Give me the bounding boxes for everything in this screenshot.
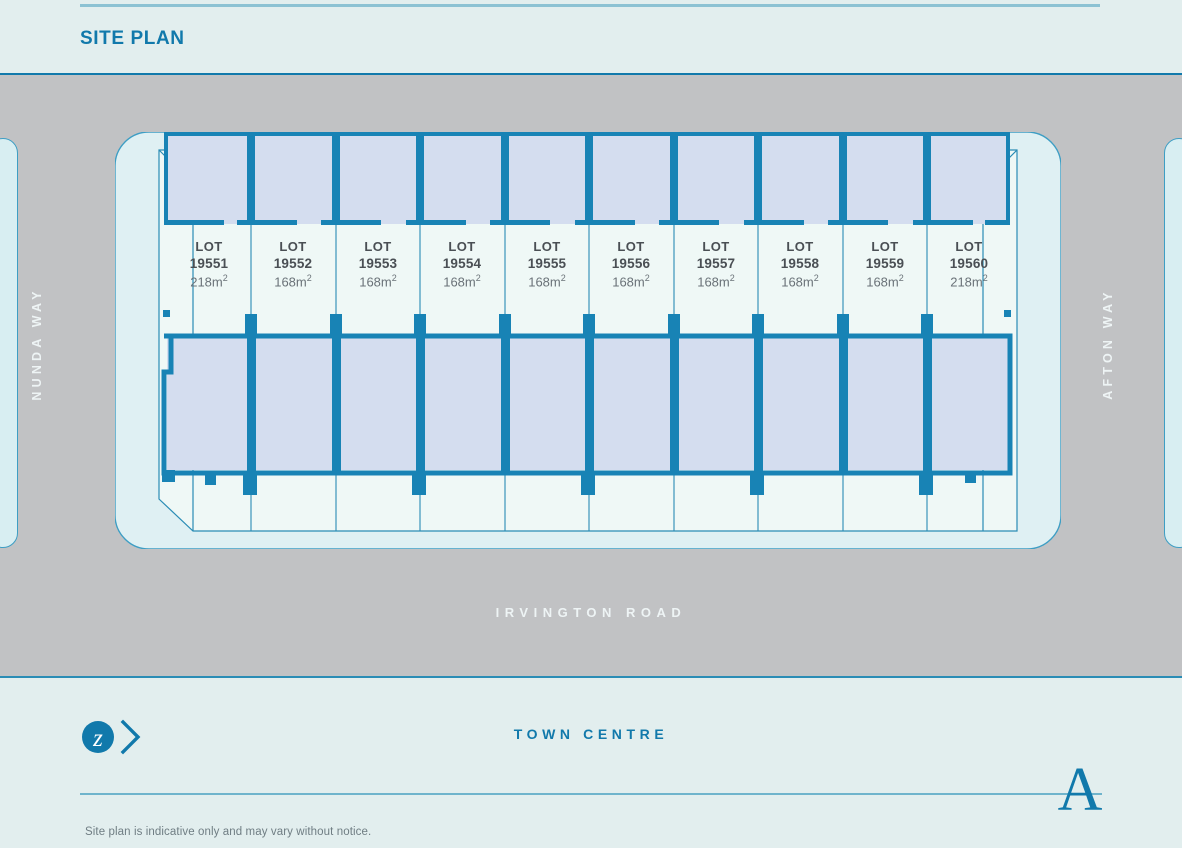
- lot-label-word: LOT: [279, 239, 307, 254]
- lot-area: 218m2: [164, 273, 254, 290]
- lot-area-value: 168m: [612, 274, 645, 290]
- lot-area: 168m2: [755, 273, 845, 290]
- lot-label-word: LOT: [702, 239, 730, 254]
- page-title: SITE PLAN: [80, 28, 185, 49]
- developer-logo[interactable]: A: [1045, 756, 1115, 824]
- lot-area: 218m2: [924, 273, 1014, 290]
- lot-area-unit: 2: [391, 272, 397, 283]
- lot-number: 19554: [442, 256, 482, 272]
- street-label-irvington-road: IRVINGTON ROAD: [495, 605, 687, 620]
- lot-area: 168m2: [586, 273, 676, 290]
- lot-label-word: LOT: [955, 239, 983, 254]
- header-bottom-divider: [0, 73, 1182, 75]
- survey-markers-upper: [163, 310, 1011, 317]
- header-top-divider: [80, 4, 1100, 7]
- neighbouring-parcel-right: [1164, 138, 1182, 548]
- garage-stubs-upper: [245, 314, 933, 336]
- lot-area: 168m2: [248, 273, 338, 290]
- lot-area-unit: 2: [560, 272, 566, 283]
- lot-area-value: 168m: [781, 274, 814, 290]
- lot-area: 168m2: [671, 273, 761, 290]
- lot-label-word: LOT: [448, 239, 476, 254]
- dwellings-bottom-row: [161, 333, 1013, 495]
- street-label-nunda-way: NUNDA WAY: [30, 287, 44, 401]
- lot-label-word: LOT: [786, 239, 814, 254]
- lot-area-unit: 2: [813, 272, 819, 283]
- town-centre-label: TOWN CENTRE: [513, 726, 669, 742]
- lot-area-value: 168m: [359, 274, 392, 290]
- lot-label-word: LOT: [195, 239, 223, 254]
- brand-logo[interactable]: z: [80, 714, 150, 760]
- chevron-right-icon: [120, 719, 141, 755]
- lot-area: 168m2: [333, 273, 423, 290]
- lot-number: 19551: [189, 256, 229, 272]
- lot-area: 168m2: [417, 273, 507, 290]
- lot-area: 168m2: [502, 273, 592, 290]
- lot-area-value: 168m: [443, 274, 476, 290]
- neighbouring-parcel-left: [0, 138, 18, 548]
- lot-label-word: LOT: [617, 239, 645, 254]
- lot-number: 19555: [527, 256, 567, 272]
- lot-area-value: 218m: [950, 274, 983, 290]
- lot-area-unit: 2: [306, 272, 312, 283]
- lot-area-value: 168m: [528, 274, 561, 290]
- lot-area-unit: 2: [982, 272, 988, 283]
- developer-logo-letter-a: A: [1058, 762, 1103, 814]
- lot-area-unit: 2: [729, 272, 735, 283]
- disclaimer-text: Site plan is indicative only and may var…: [85, 826, 372, 838]
- lot-area-value: 168m: [274, 274, 307, 290]
- brand-circle: [82, 721, 114, 753]
- footer: [0, 676, 1182, 848]
- site-plan-map[interactable]: NUNDA WAY AFTON WAY IRVINGTON ROAD: [0, 75, 1182, 676]
- footer-top-divider: [0, 676, 1182, 678]
- lot-area: 168m2: [840, 273, 930, 290]
- street-label-afton-way: AFTON WAY: [1101, 288, 1115, 400]
- dwellings-top-row: [164, 132, 1010, 225]
- lot-number: 19557: [696, 256, 736, 272]
- lot-number: 19560: [949, 256, 989, 272]
- lot-area-value: 218m: [190, 274, 223, 290]
- lot-area-unit: 2: [898, 272, 904, 283]
- lot-area-value: 168m: [866, 274, 899, 290]
- lot-area-unit: 2: [644, 272, 650, 283]
- lot-number: 19556: [611, 256, 651, 272]
- lot-label-word: LOT: [533, 239, 561, 254]
- lot-area-unit: 2: [222, 272, 228, 283]
- brand-letter-z: z: [92, 725, 103, 752]
- lot-number: 19559: [865, 256, 905, 272]
- lot-number: 19553: [358, 256, 398, 272]
- header: SITE PLAN: [0, 0, 1182, 75]
- footer-divider: [80, 793, 1102, 795]
- lot-area-value: 168m: [697, 274, 730, 290]
- lot-label-word: LOT: [871, 239, 899, 254]
- porch-tabs-lower: [162, 470, 976, 495]
- lot-number: 19552: [273, 256, 313, 272]
- lot-number: 19558: [780, 256, 820, 272]
- lot-label-word: LOT: [364, 239, 392, 254]
- lot-area-unit: 2: [475, 272, 481, 283]
